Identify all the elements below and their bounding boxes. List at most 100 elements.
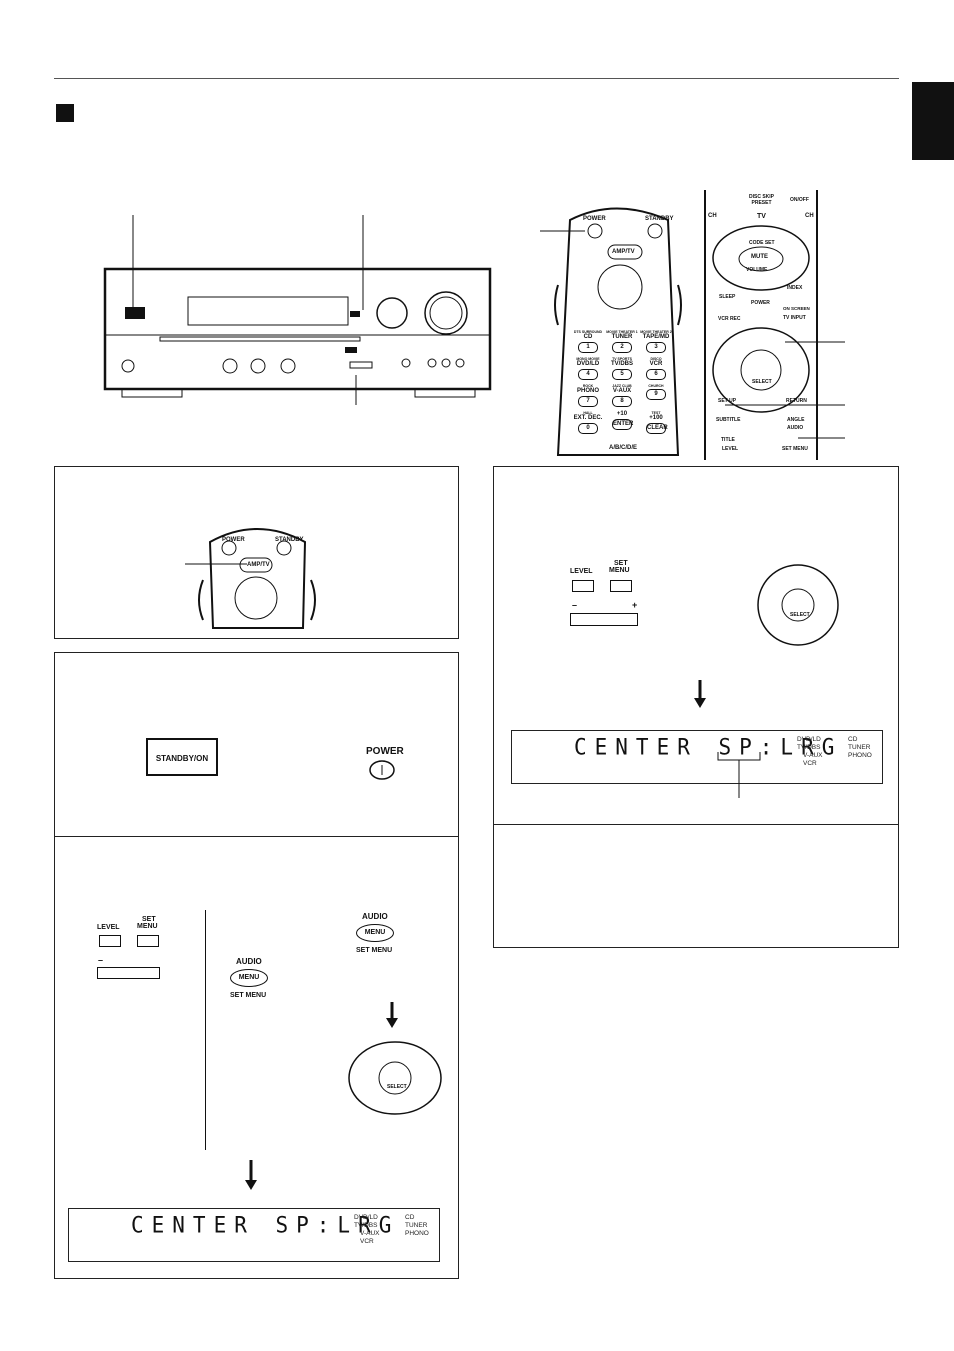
step4-menu-label: MENU xyxy=(609,567,630,574)
step-box-5 xyxy=(493,824,899,948)
set-menu-button[interactable] xyxy=(137,935,159,947)
remote-tv-input-label: TV INPUT xyxy=(783,315,806,321)
remote-input-name: TV/DBS xyxy=(610,361,633,367)
step3-audio-label-right: AUDIO xyxy=(362,912,388,921)
remote-left xyxy=(540,207,682,456)
step3-set-menu-label-left: SET MENU xyxy=(230,992,267,999)
step4-plus-label: + xyxy=(632,600,638,610)
remote-input-top: MOVIE THEATER 1 xyxy=(606,330,638,334)
remote-input-top: HALL xyxy=(583,411,593,415)
down-arrow-icon xyxy=(694,680,706,708)
remote-sleep-label: SLEEP xyxy=(719,294,736,300)
remote-level-label: LEVEL xyxy=(722,446,739,452)
remote-standby-label: STANDBY xyxy=(645,216,674,222)
section-tab xyxy=(912,82,954,160)
remote-power-label: POWER xyxy=(583,216,606,222)
remote-select-label: SELECT xyxy=(752,379,772,385)
audio-menu-button-right[interactable]: MENU xyxy=(356,924,394,942)
ind-vcr: VCR xyxy=(803,760,817,767)
audio-menu-button-left[interactable]: MENU xyxy=(230,969,268,987)
remote-angle-label: ANGLE xyxy=(787,417,805,423)
step4-set-label: SET xyxy=(614,560,628,567)
ind-dvd-ld: DVD/LD xyxy=(797,736,821,743)
remote-on-screen-label: ON SCREEN xyxy=(783,306,810,311)
display-panel-1: CENTER SP:LRG DVD/LD TV/DBS V-AUX VCR CD… xyxy=(68,1208,440,1262)
remote-input-number: CLEAR xyxy=(646,423,668,434)
divider-vertical xyxy=(205,910,206,1150)
step3-audio-label-left: AUDIO xyxy=(236,957,262,966)
remote-mute-label: MUTE xyxy=(751,254,768,260)
ind-v-aux: V-AUX xyxy=(360,1230,380,1237)
step4-minus-label: – xyxy=(572,600,578,610)
display-panel-2: CENTER SP:LRG DVD/LD TV/DBS V-AUX VCR CD… xyxy=(511,730,883,784)
section-bullet-icon xyxy=(56,104,74,122)
set-menu-button[interactable] xyxy=(610,580,632,592)
step-box-1 xyxy=(54,466,459,639)
standby-on-button[interactable]: STANDBY/ON xyxy=(146,738,218,776)
header-rule xyxy=(54,78,899,79)
ind-tuner: TUNER xyxy=(848,744,871,751)
remote-input-number: 8 xyxy=(612,396,632,407)
remote-input-number: 3 xyxy=(646,342,666,353)
remote-audio-label: AUDIO xyxy=(787,425,804,431)
cursor-pad-icon[interactable] xyxy=(748,560,848,660)
ind-vcr: VCR xyxy=(360,1238,374,1245)
remote-input-name: TUNER xyxy=(611,334,633,340)
ind-tuner: TUNER xyxy=(405,1222,428,1229)
step1-amp-tv-label: AMP/TV xyxy=(247,562,270,568)
remote-vcr-rec-label: VCR REC xyxy=(718,316,741,322)
remote-input-top: ROCK xyxy=(582,384,594,388)
ind-v-aux: V-AUX xyxy=(803,752,823,759)
remote-ch-right: CH xyxy=(805,213,814,219)
display-col1: DVD/LD TV/DBS V-AUX VCR xyxy=(797,736,823,768)
step3-minus-label: – xyxy=(98,955,104,965)
step-box-3 xyxy=(54,836,459,1279)
remote-input-top: CHURCH xyxy=(648,384,664,388)
callout-bracket xyxy=(717,752,761,798)
ind-tv-dbs: TV/DBS xyxy=(354,1222,378,1229)
remote-input-name: PHONO xyxy=(576,388,599,394)
ind-cd: CD xyxy=(405,1214,415,1221)
power-button-icon[interactable] xyxy=(368,758,404,784)
cursor-pad-icon[interactable] xyxy=(345,1030,445,1130)
level-adjust-bar[interactable] xyxy=(97,967,160,979)
remote-input-name: +100 xyxy=(649,415,663,421)
level-button[interactable] xyxy=(99,935,121,947)
remote-code-set-label: CODE SET xyxy=(749,240,775,246)
remote-title-label: TITLE xyxy=(721,437,735,443)
step1-power-label: POWER xyxy=(222,537,245,543)
remote-disc-skip-label: DISC SKIP PRESET xyxy=(749,194,775,206)
remote-input-number: 0 xyxy=(578,423,598,434)
level-adjust-bar[interactable] xyxy=(570,613,638,626)
step4-select-label: SELECT xyxy=(790,612,810,618)
remote-input-top: JAZZ CLUB xyxy=(612,384,632,388)
remote-input-top: MOVIE THEATER 2 xyxy=(640,330,672,334)
remote-input-number: 4 xyxy=(578,369,598,380)
remote-input-number: ENTER xyxy=(612,419,633,430)
remote-index-label: INDEX xyxy=(787,285,803,291)
step4-level-label: LEVEL xyxy=(570,568,593,575)
remote-input-top: DISCO xyxy=(650,357,662,361)
step2-power-label: POWER xyxy=(366,746,404,757)
standby-on-label: STANDBY/ON xyxy=(155,754,209,763)
remote-top-illustration xyxy=(185,528,316,629)
remote-input-name: DVD/LD xyxy=(576,361,600,367)
ind-cd: CD xyxy=(848,736,858,743)
remote-input-top: MONO MOVIE xyxy=(576,357,600,361)
remote-power-tv-label: POWER xyxy=(751,300,770,306)
level-button[interactable] xyxy=(572,580,594,592)
remote-input-top: TEST xyxy=(651,411,661,415)
